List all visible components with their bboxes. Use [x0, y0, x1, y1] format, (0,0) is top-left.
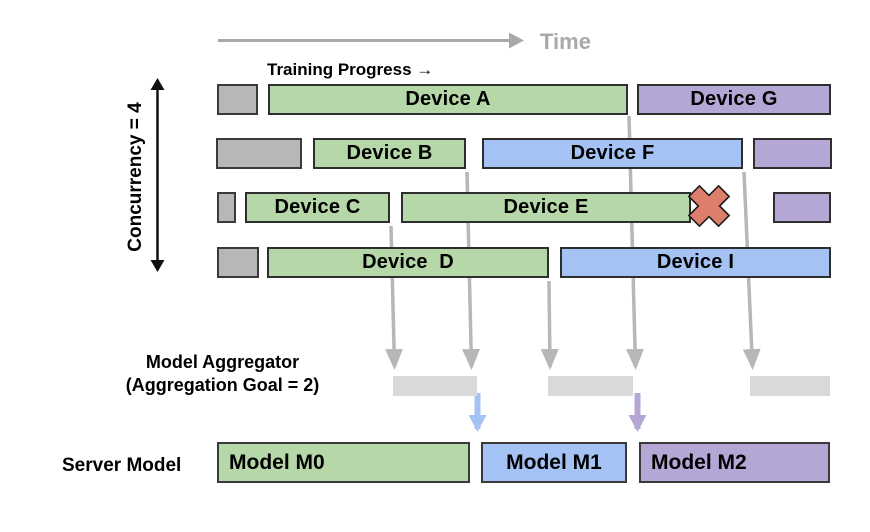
model-aggregator-label-line2: (Aggregation Goal = 2) [125, 375, 320, 395]
aggregator-buffer-bar-1 [393, 376, 477, 396]
aggregator-buffer-bar-2 [548, 376, 633, 396]
row2-new-device-stub-bar [753, 138, 832, 169]
device-i-bar: Device I [560, 247, 831, 278]
time-axis-label: Time [540, 29, 591, 54]
arrow-device-d-to-aggregator [540, 280, 559, 370]
model-m2-bar: Model M2 [639, 442, 830, 483]
concurrency-label: Concurrency = 4 [125, 102, 146, 252]
device-c-bar: Device C [245, 192, 390, 223]
model-m1-bar: Model M1 [481, 442, 627, 483]
device-failure-x-icon [687, 184, 731, 228]
row3-finished-stub-bar [217, 192, 236, 223]
device-a-bar: Device A [268, 84, 628, 115]
training-progress-label: Training Progress → [267, 60, 434, 79]
row4-finished-stub-bar [217, 247, 259, 278]
server-model-label: Server Model [62, 455, 182, 476]
model-m0-bar: Model M0 [217, 442, 470, 483]
device-e-bar: Device E [401, 192, 691, 223]
row3-new-device-stub-bar [773, 192, 831, 223]
device-g-bar: Device G [637, 84, 831, 115]
aggregator-buffer-bar-3 [750, 376, 830, 396]
model-aggregator-label-line1: Model Aggregator [145, 352, 300, 372]
row1-finished-stub-bar [217, 84, 258, 115]
device-f-bar: Device F [482, 138, 743, 169]
device-d-bar: Device D [267, 247, 549, 278]
row2-finished-stub-bar [216, 138, 302, 169]
model-aggregator-label: Model Aggregator (Aggregation Goal = 2) [85, 351, 360, 397]
device-b-bar: Device B [313, 138, 466, 169]
